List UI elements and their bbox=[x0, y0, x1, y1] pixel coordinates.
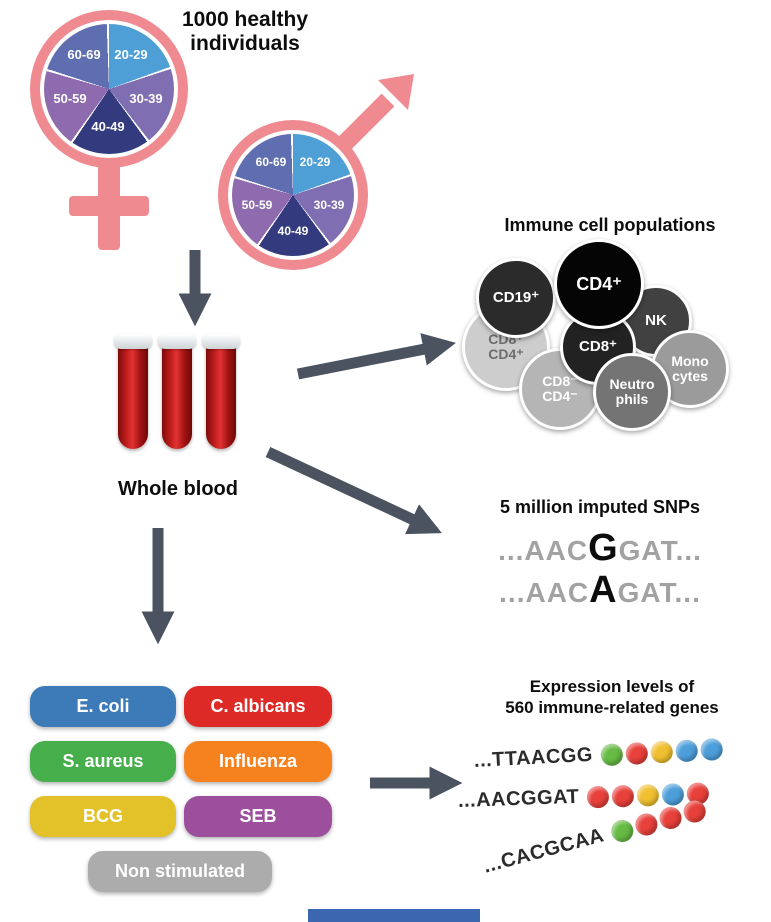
arrow-blood-to-cells bbox=[296, 333, 456, 380]
test-tube bbox=[202, 334, 240, 454]
snp-sequence-alt: ...AACAGAT... bbox=[435, 569, 765, 612]
expression-title: Expression levels of 560 immune-related … bbox=[505, 677, 719, 718]
arrow-blood-to-snps bbox=[265, 447, 442, 535]
age-label-20-29: 20-29 bbox=[114, 47, 148, 62]
tube-cap bbox=[114, 334, 152, 349]
gene-sequence: ...AACGGAT bbox=[457, 785, 580, 812]
tube-blood bbox=[162, 345, 192, 449]
snp-suffix: GAT... bbox=[618, 535, 702, 566]
test-tube bbox=[114, 334, 152, 454]
footer-bar bbox=[308, 909, 480, 922]
age-label-50-59: 50-59 bbox=[241, 198, 273, 212]
tube-cap bbox=[202, 334, 240, 349]
stimulus-seb: SEB bbox=[184, 796, 332, 837]
snp-variant-allele: A bbox=[589, 569, 618, 611]
snp-variant-allele: G bbox=[588, 527, 619, 569]
age-label-40-49: 40-49 bbox=[277, 224, 309, 238]
snp-suffix: GAT... bbox=[617, 577, 701, 608]
probe-bead bbox=[600, 742, 624, 766]
male-symbol: 20-29 30-39 40-49 50-59 60-69 bbox=[216, 56, 431, 276]
male-arrow bbox=[335, 74, 414, 153]
probe-bead bbox=[636, 783, 660, 807]
age-label-20-29: 20-29 bbox=[299, 155, 331, 169]
tube-blood bbox=[206, 345, 236, 449]
female-ring: 20-29 30-39 40-49 50-59 60-69 bbox=[30, 10, 188, 168]
probe-bead bbox=[611, 784, 635, 808]
male-ring: 20-29 30-39 40-49 50-59 60-69 bbox=[218, 120, 368, 270]
stimulus-s-aureus: S. aureus bbox=[30, 741, 176, 782]
age-label-60-69: 60-69 bbox=[67, 47, 101, 62]
probe-bead bbox=[586, 785, 610, 808]
stimulus-c-albicans: C. albicans bbox=[184, 686, 332, 727]
snp-prefix: ...AAC bbox=[498, 535, 589, 566]
stimulus-non-stimulated: Non stimulated bbox=[88, 851, 272, 892]
test-tube bbox=[158, 334, 196, 454]
blood-tubes bbox=[108, 334, 253, 459]
probe-bead bbox=[625, 741, 649, 765]
probe-bead bbox=[675, 738, 699, 762]
age-label-40-49: 40-49 bbox=[91, 119, 125, 134]
cell-cd19: CD19⁺ bbox=[476, 258, 556, 338]
snp-prefix: ...AAC bbox=[499, 577, 590, 608]
tube-cap bbox=[158, 334, 196, 349]
age-label-30-39: 30-39 bbox=[129, 91, 163, 106]
age-label-60-69: 60-69 bbox=[255, 155, 287, 169]
snps-title: 5 million imputed SNPs bbox=[499, 497, 701, 517]
whole-blood-label: Whole blood bbox=[118, 478, 238, 500]
male-age-pie: 20-29 30-39 40-49 50-59 60-69 bbox=[232, 134, 354, 256]
female-cross-horizontal bbox=[69, 196, 149, 216]
main-title: 1000 healthy individuals bbox=[181, 8, 309, 56]
female-symbol: 20-29 30-39 40-49 50-59 60-69 bbox=[22, 10, 192, 258]
cell-neutrophils: Neutro phils bbox=[593, 353, 671, 431]
age-label-30-39: 30-39 bbox=[313, 198, 345, 212]
age-label-50-59: 50-59 bbox=[53, 91, 87, 106]
probe-bead bbox=[650, 740, 674, 764]
snp-sequence-ref: ...AACGGAT... bbox=[435, 527, 765, 570]
stimulus-influenza: Influenza bbox=[184, 741, 332, 782]
female-age-pie: 20-29 30-39 40-49 50-59 60-69 bbox=[44, 24, 174, 154]
probe-bead bbox=[700, 737, 724, 761]
tube-blood bbox=[118, 345, 148, 449]
cell-cd4: CD4⁺ bbox=[554, 239, 644, 329]
stimulus-e-coli: E. coli bbox=[30, 686, 176, 727]
immune-cells-title: Immune cell populations bbox=[504, 215, 716, 235]
stimulus-bcg: BCG bbox=[30, 796, 176, 837]
